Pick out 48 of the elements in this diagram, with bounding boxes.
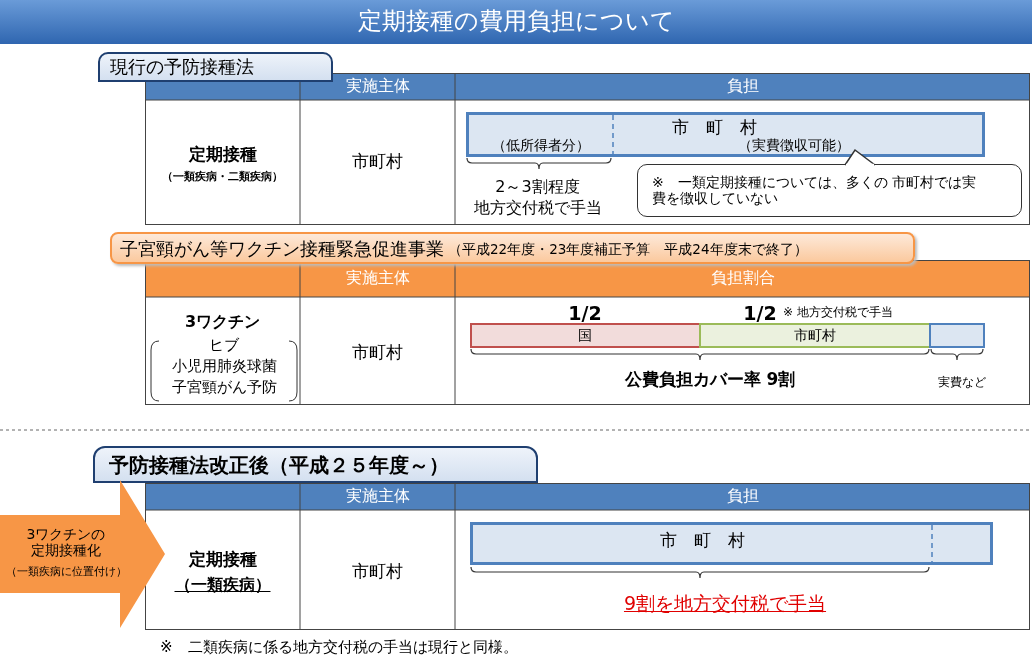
- bar-label: （実費徴収可能）: [737, 136, 851, 154]
- fraction-label: 1/2: [742, 303, 778, 325]
- bar-label: 市町村: [792, 325, 837, 345]
- tab-label: 現行の予防接種法: [110, 54, 255, 79]
- row-header: （一類疾病）: [173, 574, 272, 596]
- column-header: 負担: [725, 75, 760, 98]
- tab-label: 子宮頸がん等ワクチン接種緊急促進事業: [120, 237, 445, 261]
- tab-label: （平成22年度・23年度補正予算 平成24年度末で終了）: [448, 240, 809, 260]
- bar-label: （低所得者分）: [490, 136, 591, 154]
- row-header: （一類疾病・二類疾病）: [161, 168, 284, 185]
- note-text: 公費負担カバー率 9割: [623, 368, 797, 392]
- tab-label: 予防接種法改正後（平成２５年度～）: [109, 451, 450, 479]
- table-cell-text: 子宮頸がん予防: [170, 378, 278, 398]
- bar-label: 国: [577, 325, 593, 345]
- note-text: 2～3割程度: [494, 177, 581, 198]
- column-header: 負担割合: [709, 267, 776, 290]
- column-header: 実施主体: [344, 485, 411, 508]
- table-cell-text: ヒブ: [208, 336, 240, 356]
- cost-bar: [470, 522, 993, 565]
- column-header: 実施主体: [344, 75, 411, 98]
- note-text: ※ 地方交付税で手当: [783, 305, 894, 321]
- table-cell-text: 小児用肺炎球菌: [170, 357, 278, 377]
- column-header: 負担: [725, 485, 760, 508]
- arrow-label: （一類疾病に位置付け）: [4, 564, 128, 580]
- cost-bar: [699, 323, 931, 348]
- arrow-label: 3ワクチンの定期接種化: [25, 524, 107, 560]
- cost-bar: [466, 112, 985, 157]
- footnote: ※ 二類疾病に係る地方交付税の手当は現行と同様。: [160, 637, 519, 659]
- row-header: 定期接種: [187, 143, 258, 167]
- title: 定期接種の費用負担について: [356, 6, 676, 38]
- table-cell-text: 市町村: [351, 560, 404, 584]
- column-header: 実施主体: [344, 267, 411, 290]
- callout-text: ※ 一類定期接種については、多くの 市町村では実費を徴収していない: [652, 172, 978, 208]
- table-cell-text: 市町村: [351, 150, 404, 174]
- section-tab: [110, 232, 915, 264]
- note-text: 実費など: [937, 374, 987, 392]
- note-text: 9割を地方交付税で手当: [622, 592, 828, 616]
- table-cell-text: 市町村: [351, 341, 404, 365]
- section-tab: [98, 52, 333, 82]
- cost-bar: [470, 323, 701, 348]
- note-text: 地方交付税で手当: [472, 198, 603, 219]
- cost-bar: [929, 323, 985, 348]
- row-header: 定期接種: [187, 548, 258, 572]
- bar-label: 市 町 村: [658, 529, 746, 553]
- bar-label: 市 町 村: [670, 117, 758, 138]
- section-tab: [93, 446, 538, 483]
- fraction-label: 1/2: [567, 303, 603, 325]
- row-header: 3ワクチン: [183, 311, 262, 333]
